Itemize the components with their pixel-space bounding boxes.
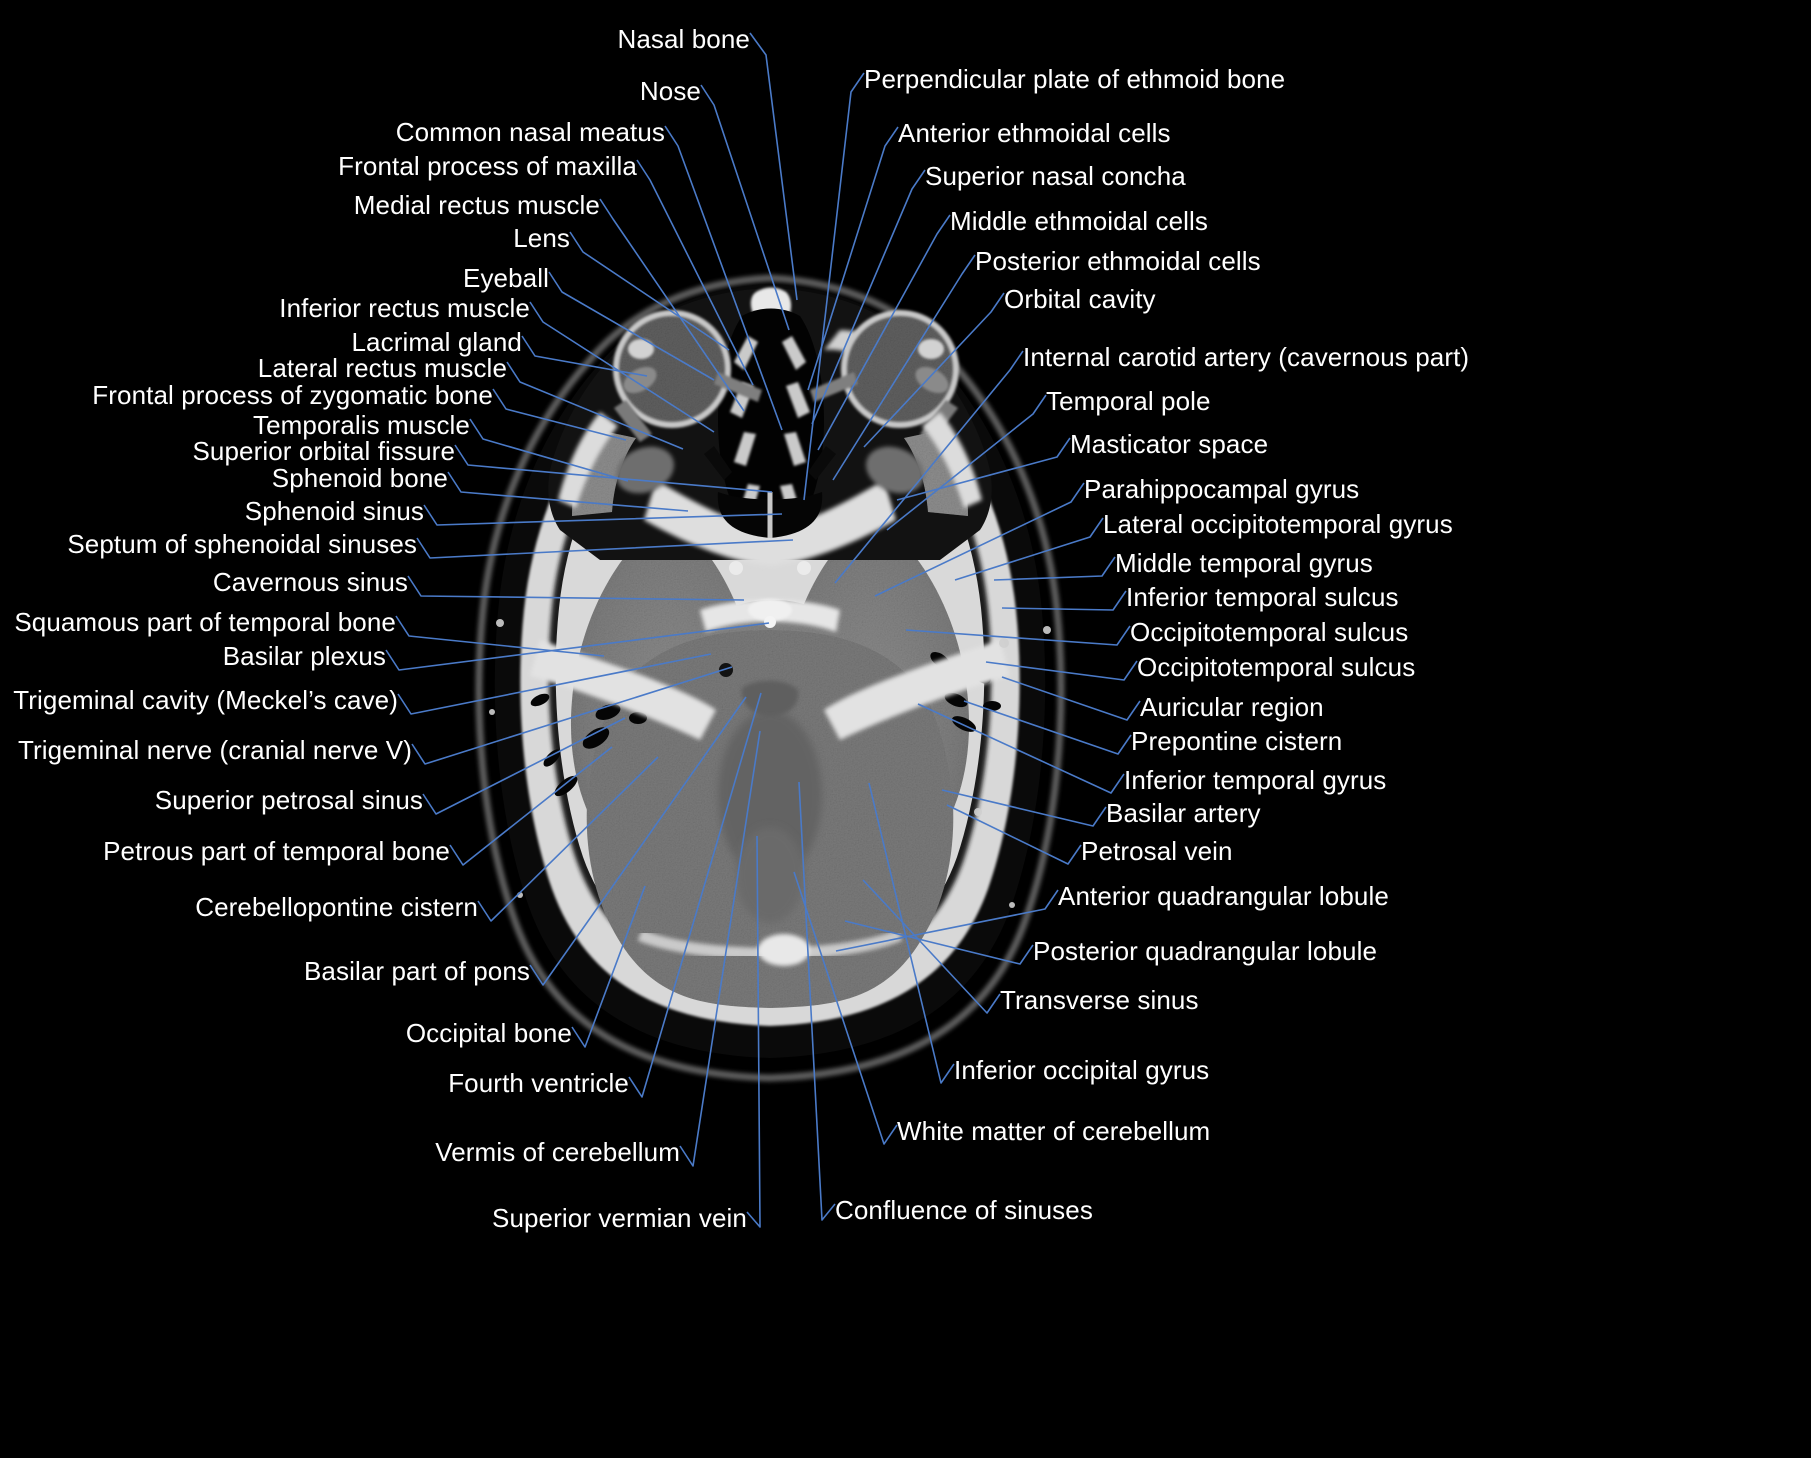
label-inferior-occipital-gyrus: Inferior occipital gyrus <box>954 1055 1210 1085</box>
label-middle-temporal-gyrus: Middle temporal gyrus <box>1115 548 1373 578</box>
label-temporalis-muscle: Temporalis muscle <box>253 410 470 440</box>
label-superior-nasal-concha: Superior nasal concha <box>925 161 1186 191</box>
label-masticator-space: Masticator space <box>1070 429 1269 459</box>
label-basilar-part-of-pons: Basilar part of pons <box>303 956 530 986</box>
label-superior-vermian-vein: Superior vermian vein <box>492 1203 747 1233</box>
label-petrosal-vein: Petrosal vein <box>1081 836 1233 866</box>
label-common-nasal-meatus: Common nasal meatus <box>395 117 665 147</box>
label-nose: Nose <box>639 76 701 106</box>
label-white-matter-of-cerebellum: White matter of cerebellum <box>897 1116 1211 1146</box>
carotid-right <box>797 561 811 575</box>
label-lateral-rectus-muscle: Lateral rectus muscle <box>257 353 507 383</box>
label-basilar-plexus: Basilar plexus <box>222 641 386 671</box>
eyeball-right <box>841 310 959 428</box>
label-lacrimal-gland: Lacrimal gland <box>351 327 522 357</box>
label-posterior-ethmoidal-cells: Posterior ethmoidal cells <box>975 246 1261 276</box>
label-anterior-ethmoidal-cells: Anterior ethmoidal cells <box>898 118 1171 148</box>
label-perpendicular-plate-of-ethmoid-bone: Perpendicular plate of ethmoid bone <box>864 64 1286 94</box>
label-trigeminal-nerve-cranial-nerve-v: Trigeminal nerve (cranial nerve V) <box>17 735 412 765</box>
label-sphenoid-sinus: Sphenoid sinus <box>244 496 424 526</box>
label-vermis-of-cerebellum: Vermis of cerebellum <box>435 1137 680 1167</box>
label-superior-orbital-fissure: Superior orbital fissure <box>192 436 455 466</box>
label-occipital-bone: Occipital bone <box>405 1018 572 1048</box>
label-eyeball: Eyeball <box>463 263 549 293</box>
label-internal-carotid-artery-cavernous-part: Internal carotid artery (cavernous part) <box>1023 342 1470 372</box>
label-inferior-temporal-gyrus: Inferior temporal gyrus <box>1124 765 1387 795</box>
label-parahippocampal-gyrus: Parahippocampal gyrus <box>1084 474 1360 504</box>
label-petrous-part-of-temporal-bone: Petrous part of temporal bone <box>103 836 450 866</box>
label-inferior-temporal-sulcus: Inferior temporal sulcus <box>1126 582 1399 612</box>
lens-right <box>918 339 944 359</box>
eyeball-left <box>613 310 731 428</box>
label-temporal-pole: Temporal pole <box>1046 386 1211 416</box>
lens-left <box>628 339 654 359</box>
label-confluence-of-sinuses: Confluence of sinuses <box>835 1195 1093 1225</box>
label-frontal-process-of-zygomatic-bone: Frontal process of zygomatic bone <box>92 380 493 410</box>
label-orbital-cavity: Orbital cavity <box>1004 284 1156 314</box>
label-inferior-rectus-muscle: Inferior rectus muscle <box>279 293 530 323</box>
label-posterior-quadrangular-lobule: Posterior quadrangular lobule <box>1033 936 1378 966</box>
label-lens: Lens <box>513 223 570 253</box>
label-medial-rectus-muscle: Medial rectus muscle <box>353 190 600 220</box>
label-middle-ethmoidal-cells: Middle ethmoidal cells <box>950 206 1208 236</box>
label-occipitotemporal-sulcus: Occipitotemporal sulcus <box>1137 652 1416 682</box>
label-trigeminal-cavity-meckels-cave: Trigeminal cavity (Meckel’s cave) <box>13 685 398 715</box>
label-anterior-quadrangular-lobule: Anterior quadrangular lobule <box>1058 881 1389 911</box>
carotid-left <box>729 561 743 575</box>
label-transverse-sinus: Transverse sinus <box>1000 985 1199 1015</box>
label-lateral-occipitotemporal-gyrus: Lateral occipitotemporal gyrus <box>1103 509 1453 539</box>
label-frontal-process-of-maxilla: Frontal process of maxilla <box>338 151 637 181</box>
label-fourth-ventricle: Fourth ventricle <box>448 1068 629 1098</box>
label-squamous-part-of-temporal-bone: Squamous part of temporal bone <box>14 607 396 637</box>
label-septum-of-sphenoidal-sinuses: Septum of sphenoidal sinuses <box>67 529 417 559</box>
label-auricular-region: Auricular region <box>1140 692 1324 722</box>
label-superior-petrosal-sinus: Superior petrosal sinus <box>154 785 423 815</box>
basilar-artery-dot <box>764 616 776 628</box>
label-cerebellopontine-cistern: Cerebellopontine cistern <box>195 892 478 922</box>
label-cavernous-sinus: Cavernous sinus <box>212 567 408 597</box>
petrous-temporal-right <box>824 640 1010 740</box>
label-prepontine-cistern: Prepontine cistern <box>1131 726 1343 756</box>
label-occipitotemporal-sulcus: Occipitotemporal sulcus <box>1130 617 1409 647</box>
label-basilar-artery: Basilar artery <box>1106 798 1261 828</box>
label-sphenoid-bone: Sphenoid bone <box>271 463 448 493</box>
label-nasal-bone: Nasal bone <box>617 24 750 54</box>
